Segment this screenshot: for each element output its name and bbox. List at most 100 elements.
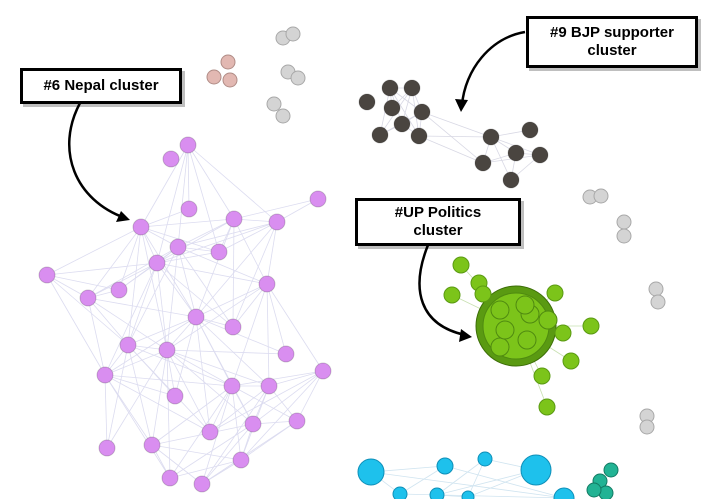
- blue-edge-2-6: [444, 465, 565, 499]
- nepal-edge-92: [106, 349, 168, 449]
- nepal-edge-124: [201, 423, 254, 485]
- nepal-edge-103: [209, 370, 324, 433]
- blue-node-2: [436, 457, 454, 475]
- nepal-node-17: [158, 341, 176, 359]
- nepal-node-25: [244, 415, 262, 433]
- nepal-edge-1: [187, 144, 190, 210]
- nepal-edge-111: [151, 385, 233, 446]
- nepal-edge-13: [87, 226, 142, 299]
- up-node-6: [554, 324, 572, 342]
- nepal-edge-51: [104, 262, 158, 376]
- bjp-node-5: [393, 115, 411, 133]
- nepal-edge-15: [140, 226, 197, 318]
- nepal-node-15: [224, 318, 242, 336]
- nepal-node-18: [277, 345, 295, 363]
- nepal-edge-48: [156, 262, 234, 328]
- arrow-up: [418, 244, 466, 337]
- nepal-edge-37: [177, 246, 268, 285]
- label-nepal-cluster: #6 Nepal cluster: [20, 68, 182, 104]
- nepal-edge-14: [118, 226, 142, 291]
- nepal-edge-89: [166, 349, 270, 387]
- nepal-edge-5: [156, 144, 189, 264]
- nepal-node-8: [148, 254, 166, 272]
- nepal-edge-110: [231, 385, 298, 422]
- nepal-edge-54: [46, 274, 129, 346]
- nepal-edge-91: [166, 349, 254, 425]
- nepal-edge-46: [156, 262, 268, 285]
- nepal-edge-31: [195, 221, 278, 318]
- label-bjp-cluster: #9 BJP supporter cluster: [526, 16, 698, 68]
- nepal-edge-104: [252, 370, 324, 425]
- bjp-node-4: [413, 103, 431, 121]
- blue-node-6: [553, 487, 575, 499]
- blue-edge-1-5: [436, 469, 537, 496]
- up-node-3: [443, 286, 461, 304]
- up-node-8: [533, 367, 551, 385]
- nepal-edge-61: [195, 283, 268, 318]
- blue-node-7: [461, 490, 475, 499]
- bjp-node-1: [381, 79, 399, 97]
- up-node-5: [582, 317, 600, 335]
- nepal-edge-32: [232, 221, 278, 328]
- gray-node-4: [266, 96, 282, 112]
- nepal-edge-0: [140, 144, 189, 228]
- nepal-edge-88: [166, 349, 233, 387]
- nepal-node-30: [161, 469, 179, 487]
- annotation-arrows: [68, 30, 526, 342]
- nepal-edge-17: [140, 226, 168, 351]
- nepal-edge-82: [127, 344, 211, 433]
- nepal-node-23: [260, 377, 278, 395]
- nepal-edge-64: [266, 283, 287, 355]
- nepal-edge-75: [195, 316, 270, 387]
- nepal-edge-129: [151, 444, 203, 485]
- nepal-node-19: [96, 366, 114, 384]
- blue-node-5: [429, 487, 445, 499]
- nepal-edge-106: [240, 370, 324, 461]
- nepal-edge-42: [156, 251, 220, 264]
- gray-node-8: [616, 214, 632, 230]
- gray-node-11: [650, 294, 666, 310]
- nepal-edge-130: [169, 459, 242, 479]
- arrow-nepal: [68, 102, 126, 220]
- nepal-edge-90: [166, 349, 211, 433]
- blue-node-4: [392, 486, 408, 499]
- nepal-node-10: [38, 266, 56, 284]
- bjp-node-13: [502, 171, 520, 189]
- nepal-node-21: [166, 387, 184, 405]
- nepal-edge-35: [87, 246, 179, 299]
- nepal-edge-100: [104, 374, 171, 479]
- nepal-edge-2: [187, 144, 235, 220]
- nepal-edge-3: [187, 144, 278, 223]
- nepal-edge-86: [104, 349, 168, 376]
- label-bjp-line1: #9 BJP supporter: [550, 24, 674, 41]
- up-inner-node-3: [517, 330, 537, 350]
- nepal-edge-83: [106, 344, 129, 449]
- nepal-edge-84: [127, 344, 153, 446]
- bjp-edge-19: [418, 135, 484, 164]
- blue-edge-2-4: [399, 465, 446, 495]
- nepal-edge-96: [104, 374, 233, 387]
- nepal-edge-21: [156, 218, 235, 264]
- label-up-line2: cluster: [413, 222, 463, 239]
- pink-node-0: [206, 69, 222, 85]
- label-up-line1: #UP Politics: [394, 204, 482, 221]
- nepal-edge-108: [209, 385, 233, 433]
- bjp-node-0: [358, 93, 376, 111]
- bjp-node-10: [507, 144, 525, 162]
- blue-node-0: [357, 458, 385, 486]
- nepal-edge-59: [87, 297, 168, 351]
- nepal-node-12: [110, 281, 128, 299]
- nepal-edge-67: [266, 283, 270, 387]
- up-node-4: [546, 284, 564, 302]
- bjp-node-6: [371, 126, 389, 144]
- nepal-edge-20: [177, 218, 235, 248]
- nepal-edge-8: [140, 218, 235, 228]
- nepal-node-1: [179, 136, 197, 154]
- nepal-edge-115: [209, 385, 270, 433]
- nepal-edge-55: [46, 274, 106, 376]
- bjp-node-3: [383, 99, 401, 117]
- gray-node-10: [648, 281, 664, 297]
- nepal-edge-95: [104, 374, 176, 397]
- pink-node-2: [222, 72, 238, 88]
- arrow-bjp-head: [455, 99, 468, 112]
